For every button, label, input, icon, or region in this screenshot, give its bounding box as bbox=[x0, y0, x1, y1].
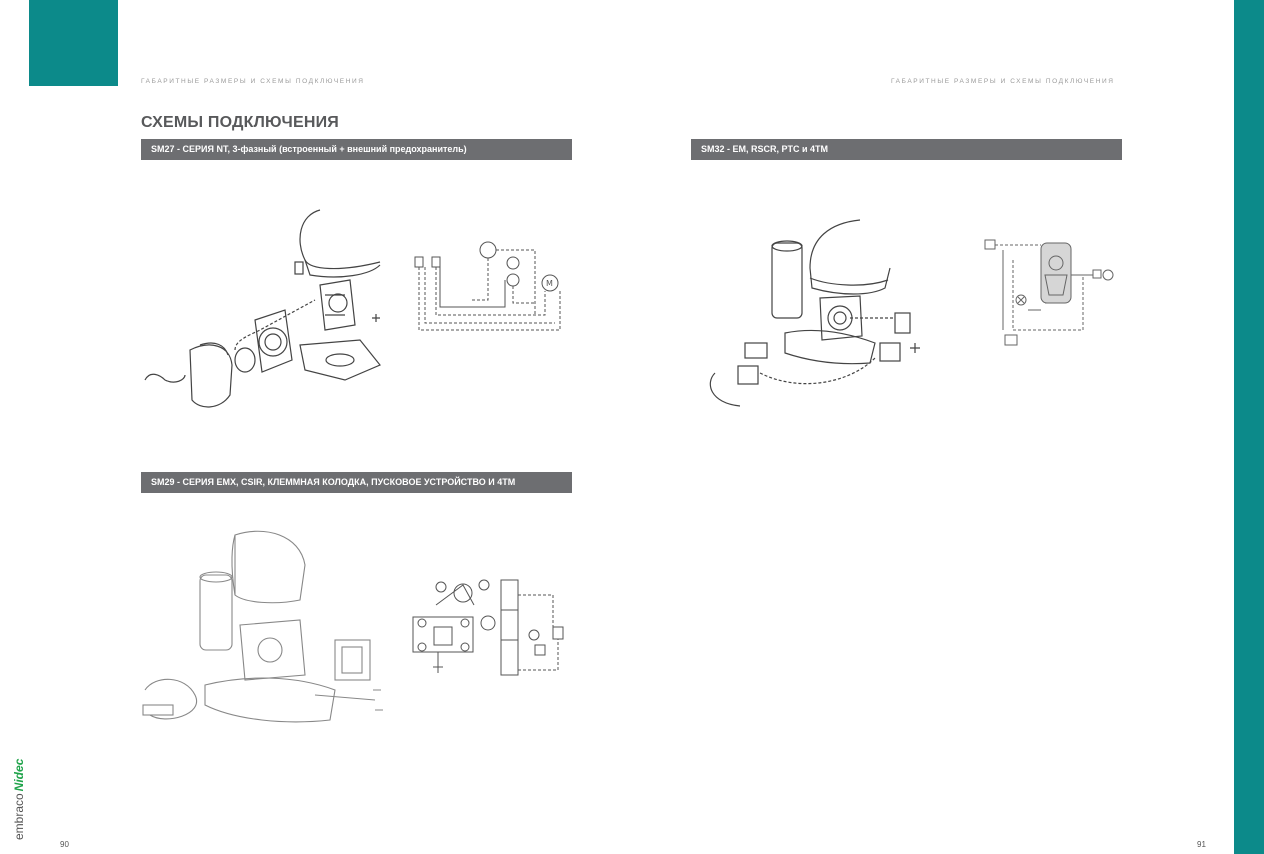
svg-text:M: M bbox=[546, 279, 553, 288]
sm27-compressor-illustration bbox=[140, 200, 390, 415]
sm32-wiring-schematic bbox=[983, 235, 1118, 350]
running-head-left: ГАБАРИТНЫЕ РАЗМЕРЫ И СХЕМЫ ПОДКЛЮЧЕНИЯ bbox=[141, 78, 365, 85]
sm29-wiring-schematic bbox=[408, 575, 568, 680]
sm27-wiring-schematic: M bbox=[410, 235, 575, 340]
running-head-right: ГАБАРИТНЫЕ РАЗМЕРЫ И СХЕМЫ ПОДКЛЮЧЕНИЯ bbox=[891, 78, 1115, 85]
corner-accent-block bbox=[29, 0, 118, 86]
brand-embraco-text: embraco bbox=[12, 793, 26, 840]
sm29-compressor-illustration bbox=[135, 525, 390, 740]
sm32-compressor-illustration bbox=[700, 218, 925, 413]
brand-logo: embracoNidec bbox=[12, 745, 34, 840]
page-number-right: 91 bbox=[1197, 840, 1206, 849]
sm27-label-bar: SM27 - СЕРИЯ NT, 3-фазный (встроенный + … bbox=[141, 139, 572, 160]
brand-nidec-text: Nidec bbox=[12, 758, 26, 792]
sm32-label-bar: SM32 - EM, RSCR, PTC и 4TM bbox=[691, 139, 1122, 160]
sm29-label-bar: SM29 - СЕРИЯ EMX, CSIR, КЛЕММНАЯ КОЛОДКА… bbox=[141, 472, 572, 493]
page-number-left: 90 bbox=[60, 840, 69, 849]
section-title: СХЕМЫ ПОДКЛЮЧЕНИЯ bbox=[141, 114, 340, 131]
right-edge-accent-bar bbox=[1234, 0, 1264, 854]
